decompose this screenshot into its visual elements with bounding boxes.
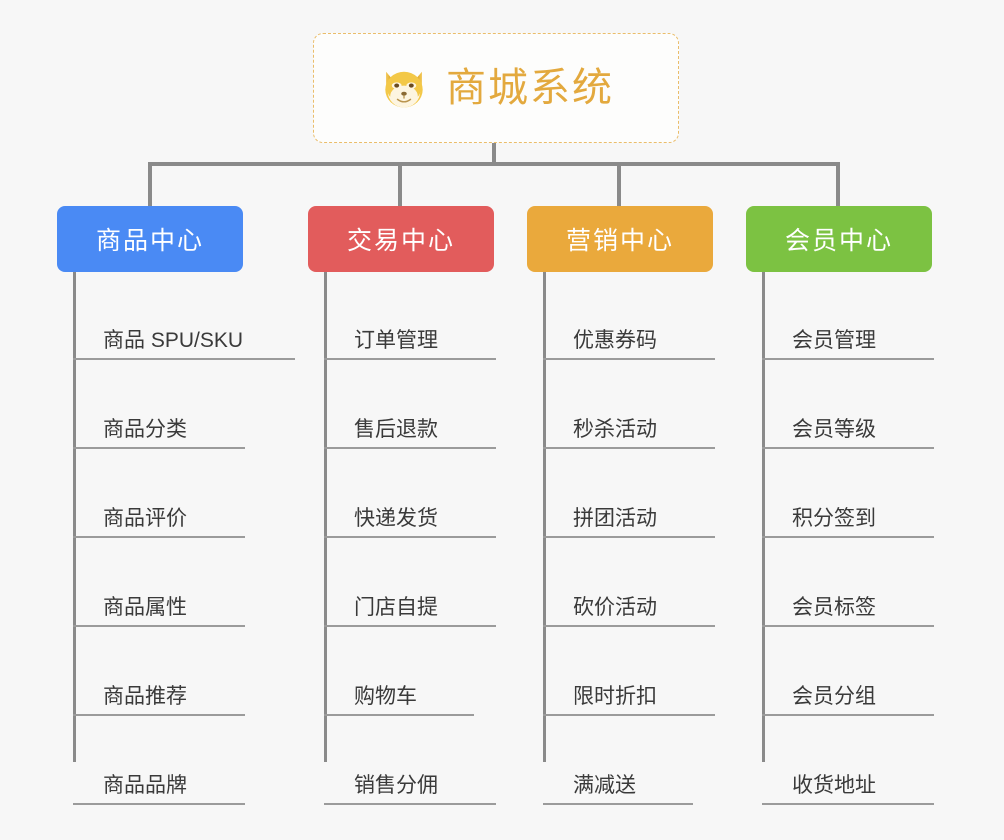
leaf-label-3-4: 砍价活动 — [573, 595, 657, 619]
leaf-label-4-6: 收货地址 — [792, 773, 876, 797]
leaf-label-1-4: 商品属性 — [103, 595, 187, 619]
leaf-label-4-3: 积分签到 — [792, 506, 876, 530]
category-header-3[interactable]: 营销中心 — [527, 206, 713, 272]
category-header-1[interactable]: 商品中心 — [57, 206, 243, 272]
leaf-label-2-6: 销售分佣 — [354, 773, 438, 797]
leaf-item-2-5[interactable]: 购物车 — [324, 678, 474, 716]
leaf-label-1-3: 商品评价 — [103, 506, 187, 530]
column-spine-3 — [543, 272, 546, 762]
column-spine-1 — [73, 272, 76, 762]
leaf-label-3-6: 满减送 — [573, 773, 636, 797]
leaf-item-3-4[interactable]: 砍价活动 — [543, 589, 715, 627]
column-spine-4 — [762, 272, 765, 762]
leaf-item-1-3[interactable]: 商品评价 — [73, 500, 245, 538]
leaf-label-4-1: 会员管理 — [792, 328, 876, 352]
leaf-label-3-5: 限时折扣 — [573, 684, 657, 708]
leaf-label-4-4: 会员标签 — [792, 595, 876, 619]
leaf-label-4-2: 会员等级 — [792, 417, 876, 441]
leaf-item-4-5[interactable]: 会员分组 — [762, 678, 934, 716]
drop-connector-3 — [617, 162, 621, 208]
leaf-item-2-6[interactable]: 销售分佣 — [324, 767, 496, 805]
leaf-label-2-5: 购物车 — [354, 684, 417, 708]
leaf-item-4-2[interactable]: 会员等级 — [762, 411, 934, 449]
shiba-dog-icon — [378, 62, 430, 114]
leaf-item-2-4[interactable]: 门店自提 — [324, 589, 496, 627]
leaf-item-2-3[interactable]: 快递发货 — [324, 500, 496, 538]
leaf-label-2-3: 快递发货 — [354, 506, 438, 530]
leaf-label-1-5: 商品推荐 — [103, 684, 187, 708]
leaf-label-1-2: 商品分类 — [103, 417, 187, 441]
leaf-item-4-1[interactable]: 会员管理 — [762, 322, 934, 360]
leaf-item-3-5[interactable]: 限时折扣 — [543, 678, 715, 716]
horizontal-bus-connector — [148, 162, 840, 166]
drop-connector-1 — [148, 162, 152, 208]
leaf-item-3-3[interactable]: 拼团活动 — [543, 500, 715, 538]
leaf-label-3-1: 优惠券码 — [573, 328, 657, 352]
leaf-item-3-6[interactable]: 满减送 — [543, 767, 693, 805]
leaf-item-3-1[interactable]: 优惠券码 — [543, 322, 715, 360]
category-header-4[interactable]: 会员中心 — [746, 206, 932, 272]
leaf-label-2-4: 门店自提 — [354, 595, 438, 619]
category-label-1: 商品中心 — [95, 227, 204, 255]
leaf-label-3-3: 拼团活动 — [573, 506, 657, 530]
category-label-3: 营销中心 — [565, 227, 674, 255]
leaf-item-1-5[interactable]: 商品推荐 — [73, 678, 245, 716]
leaf-item-2-2[interactable]: 售后退款 — [324, 411, 496, 449]
leaf-item-2-1[interactable]: 订单管理 — [324, 322, 496, 360]
drop-connector-4 — [836, 162, 840, 208]
leaf-item-4-6[interactable]: 收货地址 — [762, 767, 934, 805]
category-header-2[interactable]: 交易中心 — [308, 206, 494, 272]
column-spine-2 — [324, 272, 327, 762]
leaf-item-4-4[interactable]: 会员标签 — [762, 589, 934, 627]
leaf-label-2-2: 售后退款 — [354, 417, 438, 441]
root-node[interactable]: 商城系统 — [313, 33, 679, 143]
leaf-item-1-4[interactable]: 商品属性 — [73, 589, 245, 627]
leaf-item-1-6[interactable]: 商品品牌 — [73, 767, 245, 805]
leaf-label-4-5: 会员分组 — [792, 684, 876, 708]
leaf-label-1-6: 商品品牌 — [103, 773, 187, 797]
category-label-4: 会员中心 — [784, 227, 893, 255]
leaf-label-3-2: 秒杀活动 — [573, 417, 657, 441]
leaf-item-3-2[interactable]: 秒杀活动 — [543, 411, 715, 449]
leaf-item-4-3[interactable]: 积分签到 — [762, 500, 934, 538]
root-title: 商城系统 — [446, 66, 614, 110]
root-stem-connector — [492, 143, 496, 164]
drop-connector-2 — [398, 162, 402, 208]
category-label-2: 交易中心 — [346, 227, 455, 255]
leaf-label-2-1: 订单管理 — [354, 328, 438, 352]
leaf-label-1-1: 商品 SPU/SKU — [103, 328, 244, 352]
leaf-item-1-2[interactable]: 商品分类 — [73, 411, 245, 449]
leaf-item-1-1[interactable]: 商品 SPU/SKU — [73, 322, 295, 360]
